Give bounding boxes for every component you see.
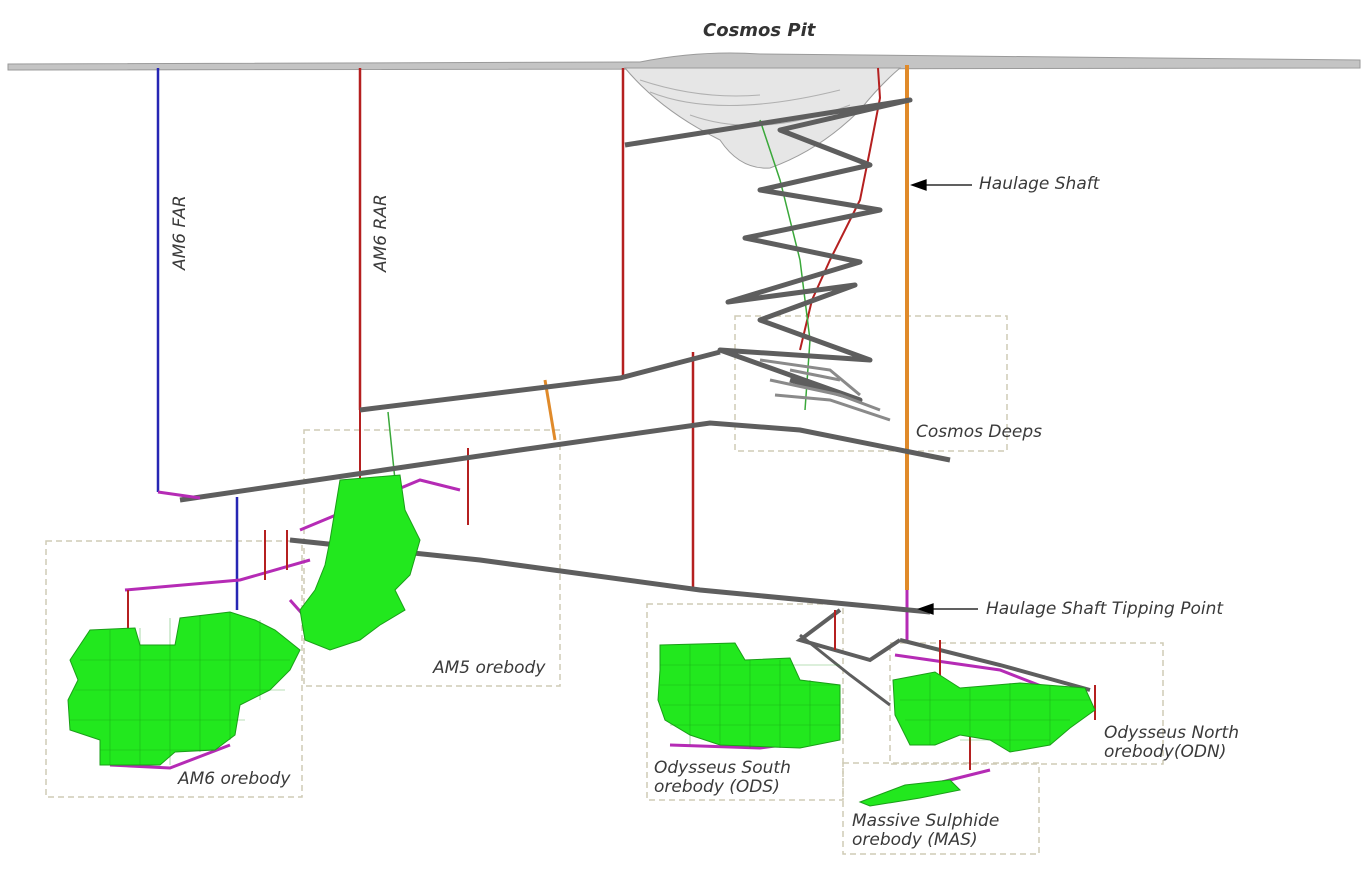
ground-surface (7, 52, 1361, 71)
ods-label-line1: Odysseus South (654, 758, 791, 778)
odn-label-line1: Odysseus North (1104, 723, 1239, 743)
mas-label-line1: Massive Sulphide (852, 811, 1000, 831)
cosmos-pit (623, 67, 902, 169)
region-boxes (45, 315, 1164, 855)
am5-orebody-label: AM5 orebody (433, 658, 546, 678)
cosmos-deeps-label: Cosmos Deeps (916, 422, 1043, 442)
ods-label-line2: orebody (ODS) (654, 777, 780, 797)
tipping-point-label: Haulage Shaft Tipping Point (986, 599, 1224, 619)
am6-orebody (67, 611, 301, 766)
orebodies (67, 474, 1096, 807)
callout-arrows (910, 179, 978, 615)
cosmos-pit-title: Cosmos Pit (703, 20, 816, 41)
odn-label-line2: orebody(ODN) (1104, 742, 1227, 762)
ods-orebody (657, 642, 841, 749)
haulage-shaft-label: Haulage Shaft (979, 174, 1100, 194)
mas-orebody (858, 779, 962, 807)
main-decline-upper (359, 349, 721, 413)
spiral-decline (624, 97, 913, 403)
am5-orebody (299, 474, 421, 651)
am6-orebody-label: AM6 orebody (178, 769, 291, 789)
mas-label-line2: orebody (MAS) (852, 830, 978, 850)
am6-far-label: AM6 FAR (170, 195, 190, 270)
cosmos-deeps-stopes (759, 358, 891, 422)
main-decline-lower (179, 420, 951, 503)
am6-rar-label: AM6 RAR (371, 194, 391, 272)
